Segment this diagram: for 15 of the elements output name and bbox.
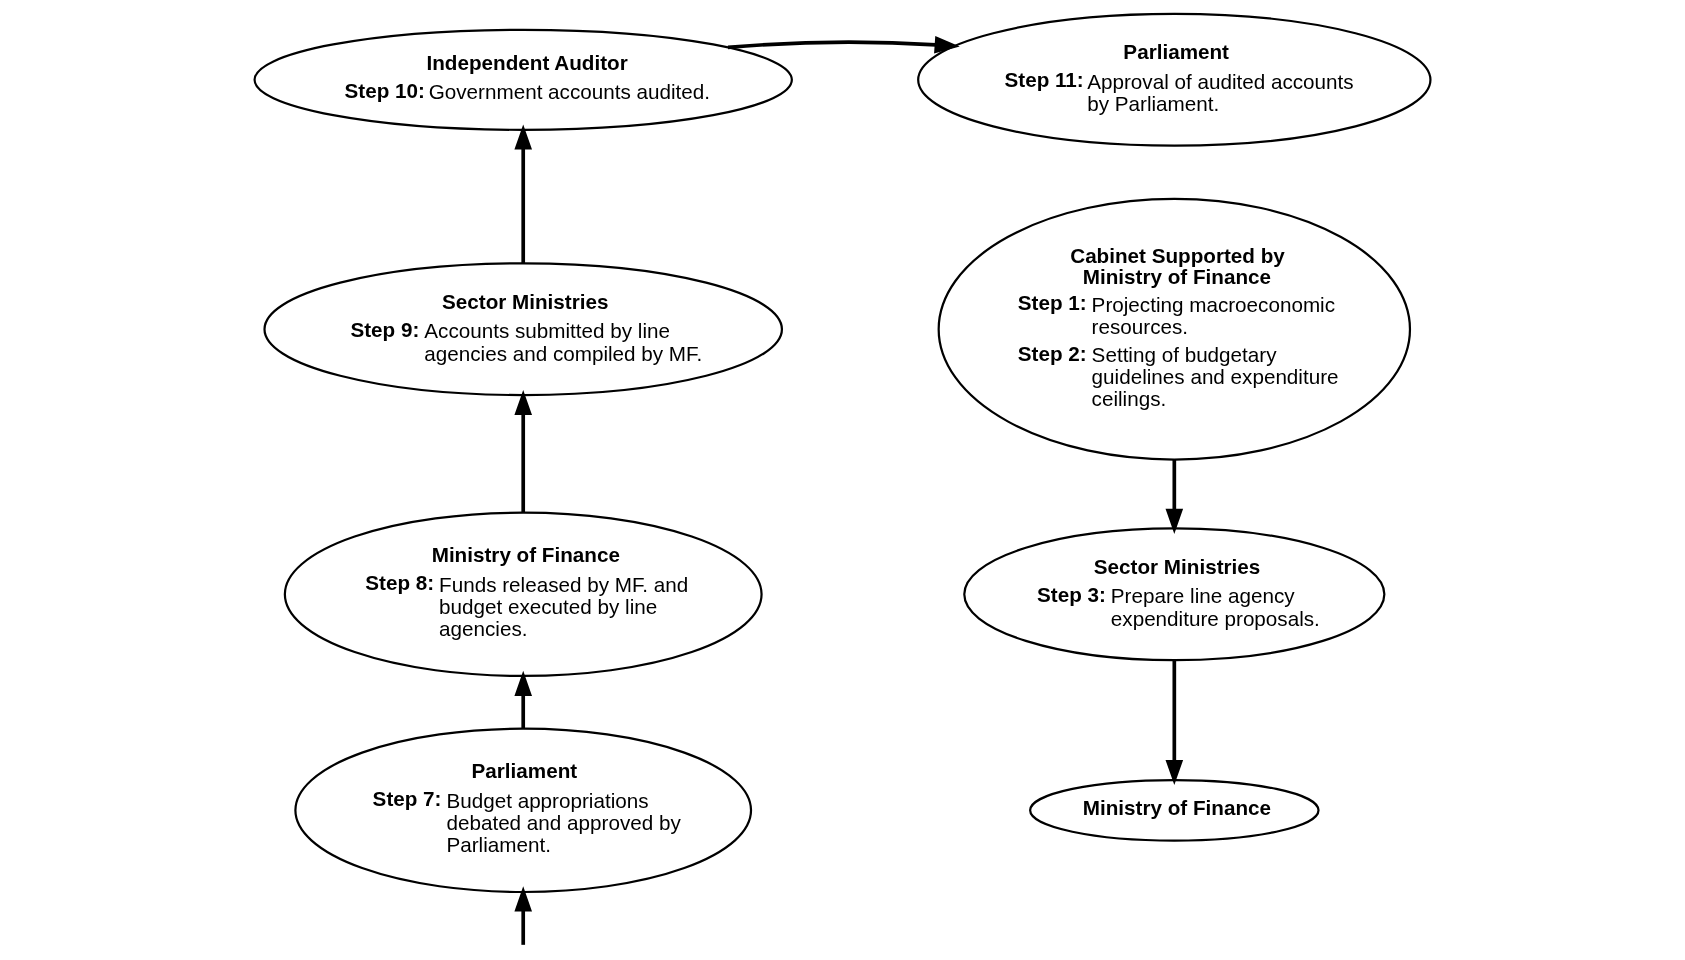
arrow [514, 389, 533, 513]
node-ellipse: Parliament Step 7: Budget appropriations debated and approved by Parliament. [294, 727, 753, 894]
node-ellipse: Sector Ministries Step 3: Prepare line agency expenditure proposals. [963, 527, 1386, 662]
node-ellipse: Ministry of Finance Step 8: Funds released by MF. and budget executed by line agencies. [283, 511, 763, 678]
node-ellipse: Parliament Step 11: Approval of audited accounts by Parliament. [917, 12, 1432, 147]
arrow [514, 124, 533, 264]
arrow [1165, 459, 1184, 534]
arrow [1165, 660, 1184, 786]
arrow [514, 886, 533, 945]
node-ellipse: Ministry of Finance [1029, 778, 1320, 842]
arrow [514, 670, 533, 729]
arrow [727, 36, 960, 54]
node-ellipse: Independent Auditor Step 10: Government accounts audited. [253, 28, 793, 131]
node-ellipse: Sector Ministries Step 9: Accounts submitted by line agencies and compiled by MF. [263, 262, 784, 397]
node-ellipse: Cabinet Supported by Ministry of Finance Step 1: Projecting macroeconomic resources. Step 2: Setting of budgetary guidelines and expenditure ceilings. [937, 197, 1412, 461]
